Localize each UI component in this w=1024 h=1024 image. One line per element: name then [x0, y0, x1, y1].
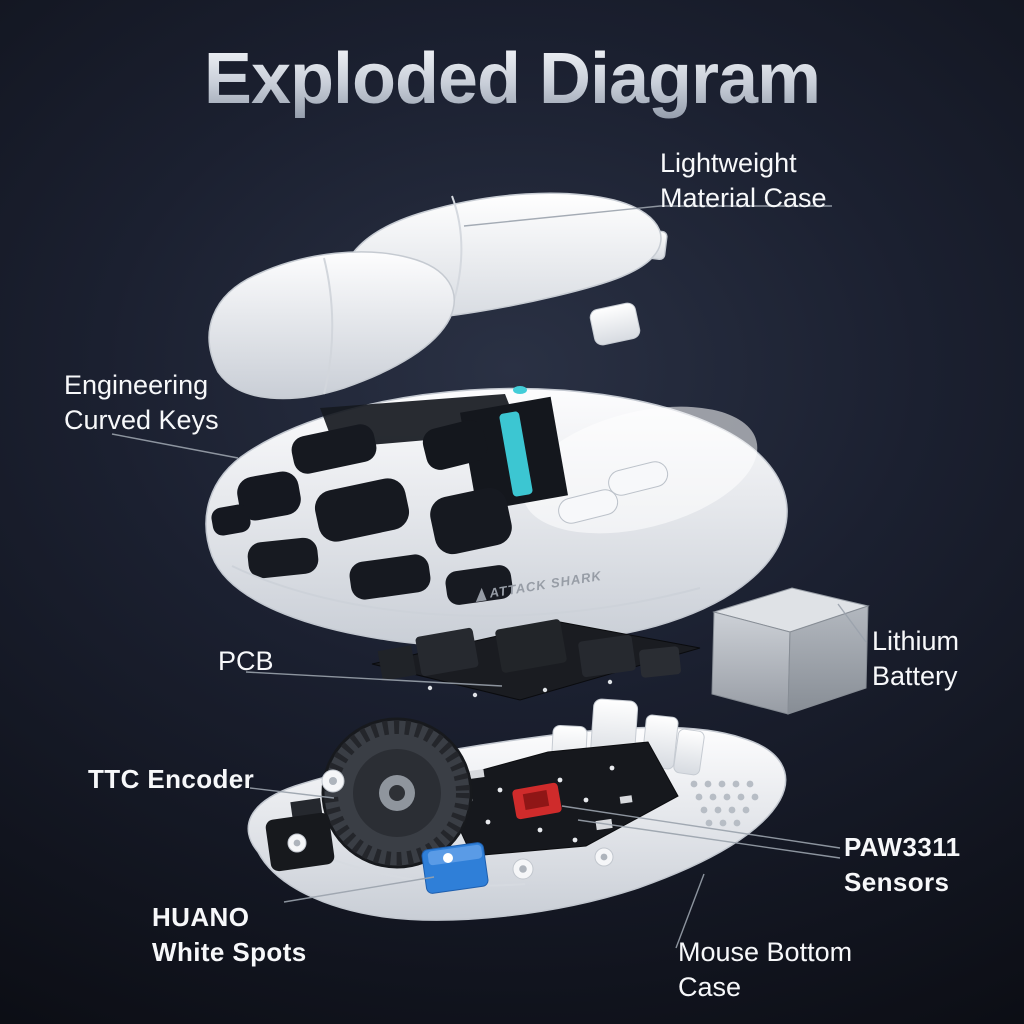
callout-huano-white-spots: HUANO White Spots [152, 900, 307, 970]
leader-line-curved-keys [111, 433, 239, 459]
curved-keys-illustration [208, 251, 455, 400]
callout-engineering-curved-keys: Engineering Curved Keys [64, 368, 219, 438]
main-body-illustration [205, 386, 788, 648]
shark-logo-icon [473, 587, 487, 602]
callout-line: PCB [218, 646, 274, 676]
body-rim-line [231, 565, 701, 617]
callout-ttc-encoder: TTC Encoder [88, 762, 254, 797]
leader-line-bottom-case [675, 873, 705, 949]
page-title: Exploded Diagram [0, 38, 1024, 120]
callout-paw3311-sensors: PAW3311 Sensors [844, 830, 961, 900]
scroll-wheel-axle [389, 785, 405, 801]
callout-line: HUANO [152, 902, 250, 932]
leader-line-paw-sensors-1 [561, 805, 841, 849]
pcb-switch-housing [415, 627, 479, 677]
callout-line: Battery [872, 661, 958, 691]
battery-illustration [711, 587, 870, 715]
ttc-encoder-illustration [321, 717, 473, 869]
pcb-switch-housing [578, 634, 636, 678]
paw-sensor-illustration [437, 741, 679, 857]
callout-line: Lightweight [660, 148, 797, 178]
bottom-case-illustration [247, 698, 787, 921]
callout-line: White Spots [152, 937, 307, 967]
callout-lithium-battery: Lithium Battery [872, 624, 959, 694]
pcb-switch-housing [639, 646, 681, 678]
callout-line: Material Case [660, 183, 827, 213]
screw-posts [287, 769, 614, 880]
callout-line: Lithium [872, 626, 960, 656]
callout-pcb: PCB [218, 644, 274, 679]
teal-accent-strip [499, 411, 533, 497]
huano-switch-illustration [421, 842, 489, 894]
leader-line-pcb [245, 671, 503, 687]
paw3311-sensor-lens [522, 790, 550, 810]
pcb-pad [469, 769, 485, 779]
leader-line-lithium-battery [837, 603, 867, 643]
pcb-block [377, 645, 417, 681]
body-cutouts [211, 420, 513, 605]
leader-line-lightweight-case [463, 205, 832, 227]
callout-line: Mouse Bottom [678, 937, 853, 967]
callout-mouse-bottom-case: Mouse Bottom Case [678, 935, 852, 1005]
callout-line: Sensors [844, 867, 950, 897]
top-shell-clip [589, 302, 641, 346]
side-button-front [558, 489, 619, 524]
pcb-solder-dots [427, 679, 613, 698]
case-post [673, 728, 705, 776]
leader-line-huano [283, 876, 435, 903]
leader-lines [111, 205, 867, 949]
keys-seam [323, 257, 334, 395]
pcb-illustration [371, 619, 701, 701]
pcb-switch-housing [495, 619, 567, 673]
pcb-pad [595, 818, 613, 831]
callout-line: Curved Keys [64, 405, 219, 435]
callout-line: Case [678, 972, 742, 1002]
callout-line: PAW3311 [844, 832, 961, 862]
callout-line: Engineering [64, 370, 209, 400]
pcb-pad [619, 795, 633, 804]
battery-side-face [787, 605, 869, 715]
teal-indicator-light [513, 386, 527, 394]
side-button-rear [608, 461, 669, 496]
leader-line-ttc-encoder [249, 787, 335, 799]
callout-lightweight-material-case: Lightweight Material Case [660, 146, 827, 216]
huano-switch-top [427, 844, 483, 866]
callout-line: TTC Encoder [88, 764, 255, 794]
leader-line-paw-sensors-2 [577, 819, 841, 859]
scroll-wheel-ridges [324, 720, 470, 866]
vent-holes-grid [690, 780, 759, 827]
huano-switch-stem [443, 853, 453, 863]
